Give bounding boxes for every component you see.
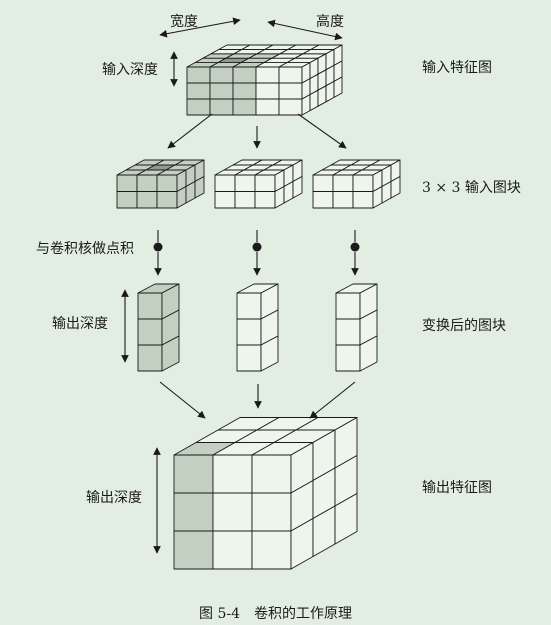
flow-arrow-3 — [297, 113, 347, 149]
front-cell — [186, 82, 211, 100]
side-cell — [292, 176, 303, 199]
front-cell — [251, 530, 292, 570]
front-cell — [255, 66, 280, 84]
front-cell — [136, 191, 158, 209]
front-cell — [137, 318, 163, 346]
front-cell — [137, 344, 163, 372]
side-cell — [334, 493, 358, 545]
dot-product-label: 与卷积核做点积 — [36, 241, 134, 257]
side-cell — [359, 335, 378, 372]
side-cell — [194, 176, 205, 199]
input-patch-1 — [116, 159, 205, 209]
transformed-vectors — [137, 283, 378, 372]
input-patch-3 — [312, 159, 401, 209]
front-cell — [251, 492, 292, 532]
front-cell — [255, 98, 280, 116]
transformed-vector-1 — [137, 283, 180, 372]
side-cell — [260, 335, 279, 372]
input-depth-label: 输入深度 — [102, 62, 158, 78]
front-cell — [332, 174, 354, 192]
transformed-patch-label: 变换后的图块 — [422, 318, 506, 334]
front-cell — [186, 98, 211, 116]
front-cell — [236, 344, 262, 372]
front-cell — [212, 492, 253, 532]
front-cell — [332, 191, 354, 209]
front-cell — [214, 191, 236, 209]
side-cell — [390, 176, 401, 199]
front-cell — [236, 318, 262, 346]
front-cell — [137, 292, 163, 320]
merge-arrow-3 — [309, 381, 356, 419]
figure-caption: 图 5-4 卷积的工作原理 — [199, 606, 352, 622]
front-cell — [136, 174, 158, 192]
height-arrow — [267, 19, 343, 41]
side-cell — [333, 76, 343, 98]
flow-arrow-1 — [167, 113, 213, 149]
front-cell — [335, 292, 361, 320]
merge-arrow-1 — [159, 381, 206, 419]
front-cell — [116, 191, 138, 209]
dot-product-marker-1 — [153, 242, 163, 252]
output-depth-mid-label: 输出深度 — [52, 316, 108, 332]
transformed-vector-2 — [236, 283, 279, 372]
width-label: 宽度 — [170, 14, 198, 30]
front-cell — [232, 66, 257, 84]
front-cell — [234, 191, 256, 209]
front-cell — [186, 66, 211, 84]
output-feature-map-label: 输出特征图 — [422, 480, 492, 496]
front-cell — [209, 98, 234, 116]
dot-product-marker-2 — [252, 242, 262, 252]
front-cell — [214, 174, 236, 192]
front-cell — [278, 82, 303, 100]
input-patch-2 — [214, 159, 303, 209]
side-cell — [161, 335, 180, 372]
input-patch-label: 3 × 3 输入图块 — [422, 180, 521, 196]
output-feature-map-grid — [173, 417, 358, 570]
front-cell — [209, 66, 234, 84]
front-cell — [212, 530, 253, 570]
front-cell — [173, 454, 214, 494]
front-cell — [251, 454, 292, 494]
input-feature-map-label: 输入特征图 — [422, 60, 492, 76]
front-cell — [116, 174, 138, 192]
front-cell — [212, 454, 253, 494]
front-cell — [236, 292, 262, 320]
front-cell — [312, 191, 334, 209]
front-cell — [173, 530, 214, 570]
front-cell — [352, 191, 374, 209]
front-cell — [156, 174, 178, 192]
input-patches — [116, 159, 401, 209]
front-cell — [232, 82, 257, 100]
flow-arrows — [121, 17, 360, 554]
dot-product-marker-3 — [350, 242, 360, 252]
front-cell — [312, 174, 334, 192]
front-cell — [352, 174, 374, 192]
front-cell — [254, 191, 276, 209]
front-cell — [232, 98, 257, 116]
front-cell — [278, 66, 303, 84]
front-cell — [278, 98, 303, 116]
front-cell — [173, 492, 214, 532]
front-cell — [335, 318, 361, 346]
transformed-vector-3 — [335, 283, 378, 372]
width-arrow — [159, 17, 241, 38]
front-cell — [156, 191, 178, 209]
front-cell — [335, 344, 361, 372]
output-depth-bottom-label: 输出深度 — [86, 490, 142, 506]
height-label: 高度 — [316, 14, 344, 30]
front-cell — [255, 82, 280, 100]
input-feature-map-grid — [186, 44, 343, 116]
front-cell — [209, 82, 234, 100]
front-cell — [234, 174, 256, 192]
front-cell — [254, 174, 276, 192]
